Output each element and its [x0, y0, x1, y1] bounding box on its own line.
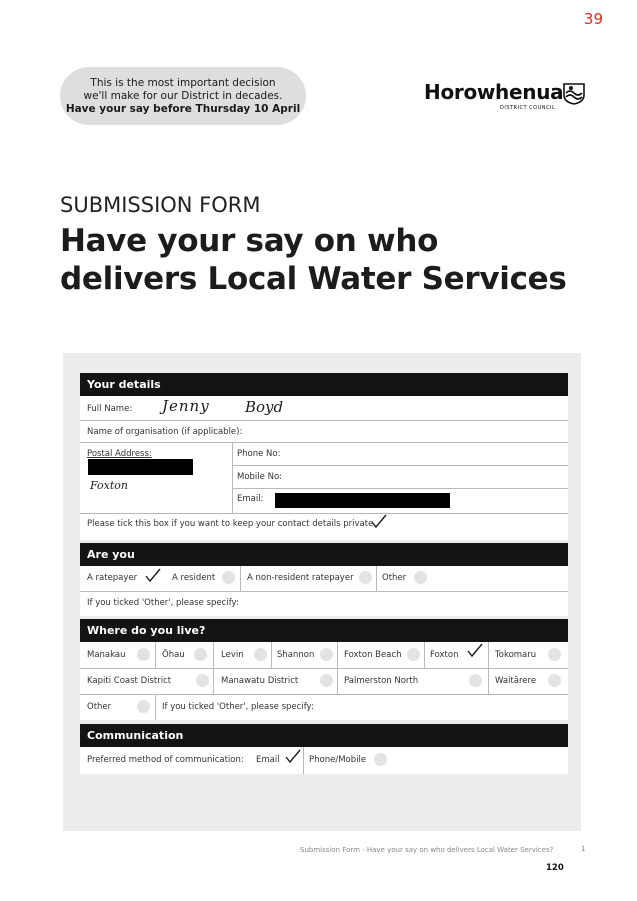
section-header-are-you: Are you [80, 543, 568, 566]
section-header-your-details: Your details [80, 373, 568, 396]
option-other-label: Other [382, 573, 407, 583]
communication-email-label: Email [256, 755, 280, 765]
private-details-label: Please tick this box if you want to keep… [87, 519, 377, 529]
location-foxton-beach: Foxton Beach [344, 650, 402, 660]
foxton-tick-icon[interactable] [466, 642, 484, 658]
manawatu-radio[interactable] [320, 674, 333, 687]
ohau-radio[interactable] [194, 648, 207, 661]
resident-radio[interactable] [222, 571, 235, 584]
waitarere-radio[interactable] [548, 674, 561, 687]
option-non-resident-label: A non-resident ratepayer [247, 573, 354, 583]
notice-line-3: Have your say before Thursday 10 April [65, 103, 301, 115]
redacted-address [88, 459, 193, 475]
kapiti-radio[interactable] [196, 674, 209, 687]
document-number: 120 [546, 863, 564, 873]
communication-label: Preferred method of communication: [87, 755, 244, 765]
logo-name: Horowhenua [424, 80, 564, 104]
phone-label: Phone No: [237, 449, 281, 459]
location-waitarere: Waitārere [495, 676, 537, 686]
communication-phone-label: Phone/Mobile [309, 755, 367, 765]
location-levin: Levin [221, 650, 244, 660]
your-details-section: Full Name: Jenny Boyd Name of organisati… [80, 396, 568, 540]
shannon-radio[interactable] [320, 648, 333, 661]
manakau-radio[interactable] [137, 648, 150, 661]
ratepayer-tick-icon[interactable] [144, 567, 162, 583]
option-resident-label: A resident [172, 573, 216, 583]
phone-mobile-radio[interactable] [374, 753, 387, 766]
page-number: 39 [583, 10, 603, 28]
footer-page: 1 [581, 845, 586, 853]
full-name-first[interactable]: Jenny [162, 397, 210, 415]
page-title: Have your say on who delivers Local Wate… [60, 222, 600, 298]
postal-town[interactable]: Foxton [90, 479, 128, 492]
location-manawatu: Manawatu District [221, 676, 299, 686]
other-specify-label: If you ticked 'Other', please specify: [87, 598, 239, 608]
non-resident-radio[interactable] [359, 571, 372, 584]
organisation-label: Name of organisation (if applicable): [87, 427, 243, 437]
levin-radio[interactable] [254, 648, 267, 661]
council-emblem-icon [563, 83, 585, 105]
palmerston-north-radio[interactable] [469, 674, 482, 687]
deadline-notice: This is the most important decision we'l… [60, 67, 306, 125]
location-foxton: Foxton [430, 650, 459, 660]
location-shannon: Shannon [277, 650, 315, 660]
private-details-tick-icon[interactable] [370, 513, 388, 529]
email-label: Email: [237, 494, 264, 504]
location-ohau: Ōhau [162, 650, 185, 660]
section-header-communication: Communication [80, 724, 568, 747]
communication-section: Preferred method of communication: Email… [80, 747, 568, 774]
postal-address-label: Postal Address: [87, 449, 152, 459]
full-name-last[interactable]: Boyd [245, 398, 284, 416]
location-kapiti: Kapiti Coast District [87, 676, 172, 686]
council-logo: Horowhenua DISTRICT COUNCIL [424, 80, 589, 114]
location-manakau: Manakau [87, 650, 126, 660]
location-tokomaru: Tokomaru [495, 650, 537, 660]
notice-line-2: we'll make for our District in decades. [83, 90, 283, 102]
tokomaru-radio[interactable] [548, 648, 561, 661]
title-line-2: delivers Local Water Services [60, 261, 567, 297]
footer-text: Submission Form - Have your say on who d… [300, 846, 554, 854]
mobile-label: Mobile No: [237, 472, 283, 482]
section-header-where: Where do you live? [80, 619, 568, 642]
form-type: SUBMISSION FORM [60, 193, 261, 217]
foxton-beach-radio[interactable] [407, 648, 420, 661]
location-palmerston-north: Palmerston North [344, 676, 419, 686]
title-line-1: Have your say on who [60, 223, 439, 259]
logo-subtitle: DISTRICT COUNCIL [500, 105, 556, 111]
notice-line-1: This is the most important decision [90, 77, 276, 89]
where-section: Manakau Ōhau Levin Shannon Foxton Beach … [80, 642, 568, 720]
full-name-label: Full Name: [87, 404, 133, 414]
location-other-specify-label: If you ticked 'Other', please specify: [162, 702, 314, 712]
email-tick-icon[interactable] [284, 748, 302, 764]
are-you-section: A ratepayer A resident A non-resident ra… [80, 566, 568, 616]
redacted-email [275, 493, 450, 508]
location-other: Other [87, 702, 112, 712]
location-other-radio[interactable] [137, 700, 150, 713]
other-radio[interactable] [414, 571, 427, 584]
option-ratepayer-label: A ratepayer [87, 573, 138, 583]
